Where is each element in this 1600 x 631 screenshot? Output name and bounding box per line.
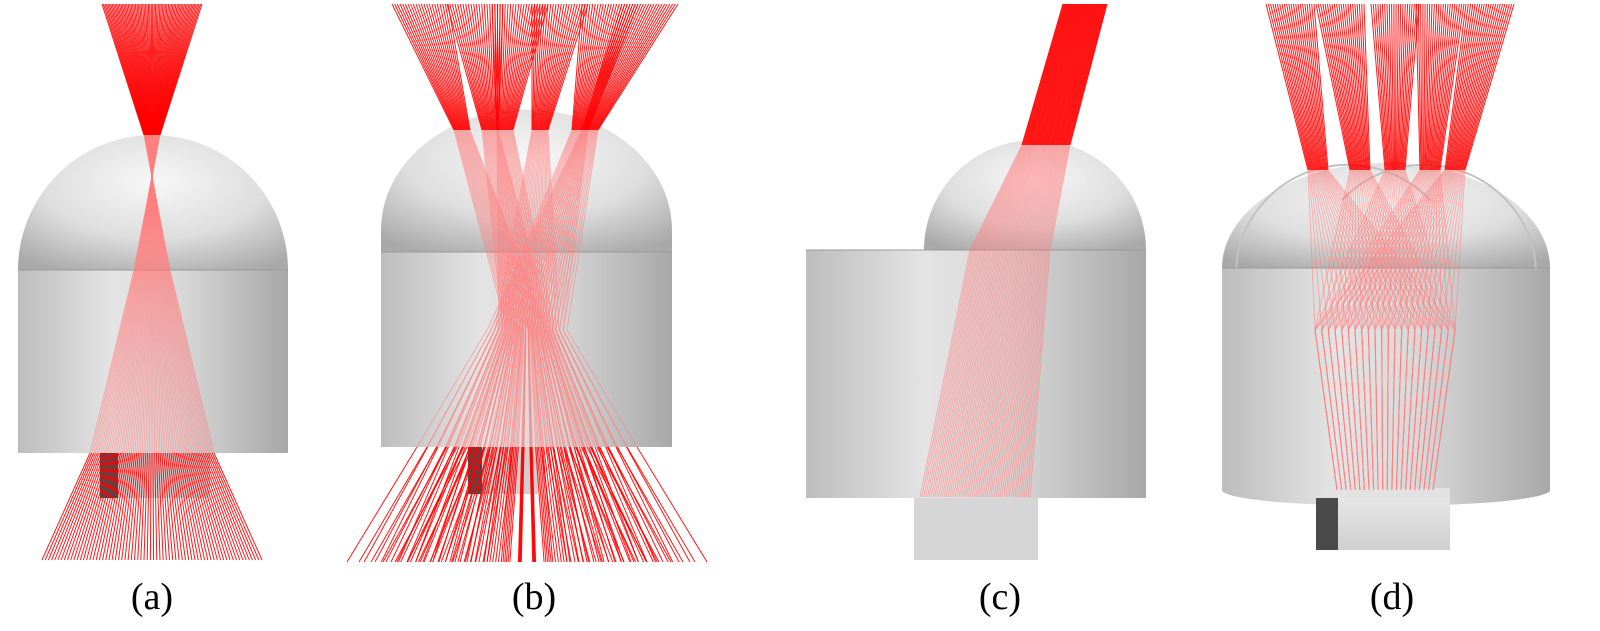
panel-c-rays — [919, 3, 1108, 498]
panel-d — [1222, 3, 1550, 550]
panel-c — [806, 3, 1146, 560]
caption-a: (a) — [130, 576, 174, 618]
caption-d: (d) — [1369, 576, 1415, 618]
panel-b-rays — [346, 3, 708, 563]
panel-a — [18, 3, 288, 561]
panel-d-sensor-chip — [1316, 488, 1450, 550]
caption-b: (b) — [511, 576, 557, 618]
panel-a-rays — [41, 3, 263, 561]
panel-d-rays — [1265, 3, 1515, 491]
panel-d-dome-lens — [1222, 163, 1550, 506]
panel-b — [346, 3, 708, 563]
panel-c-sensor-chip — [914, 496, 1038, 560]
caption-c: (c) — [978, 576, 1022, 618]
